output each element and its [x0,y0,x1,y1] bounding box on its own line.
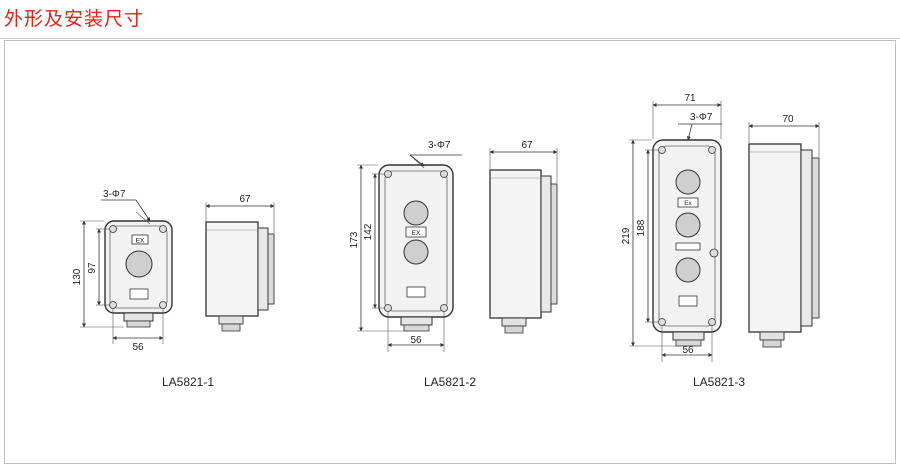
front-view-la5821-2: EX [378,164,454,332]
dim-inner-height: 188 [636,219,647,236]
dim-outer-height: 219 [621,227,632,244]
model-la5821-2: EX 3-Φ7 173 142 56 [349,140,558,389]
side-view-la5821-2 [489,169,558,334]
ex-mark-label: Ex [684,200,692,207]
dim-outer-height: 173 [349,231,360,248]
hole-spec-label: 3-Φ7 [690,112,713,123]
model-label: LA5821-2 [424,375,476,389]
dim-width: 56 [682,345,694,356]
drawing-frame [4,40,896,464]
side-view-la5821-3 [748,143,820,348]
dim-depth: 67 [521,140,533,151]
model-la5821-1: EX 3-Φ7 130 97 56 [72,189,275,389]
front-view-la5821-1: EX [104,220,173,328]
ex-mark-label: EX [136,238,145,245]
dim-depth: 67 [239,194,251,205]
title-divider [0,38,900,39]
dim-inner-height: 97 [87,262,98,274]
ex-mark-label: EX [412,230,421,237]
dim-outer-height: 130 [72,268,83,285]
side-view-la5821-1 [205,221,275,332]
dim-width: 56 [410,335,422,346]
dim-width: 56 [132,342,144,353]
model-label: LA5821-1 [162,375,214,389]
dim-top-width: 71 [684,93,696,104]
hole-spec-label: 3-Φ7 [103,189,126,200]
model-label: LA5821-3 [693,375,745,389]
dim-inner-height: 142 [363,223,374,240]
dim-depth: 70 [782,114,794,125]
hole-spec-label: 3-Φ7 [428,140,451,151]
page-title: 外形及安装尺寸 [4,8,145,30]
model-la5821-3: Ex 71 3-Φ7 219 188 56 [621,93,820,389]
front-view-la5821-3: Ex [652,139,722,347]
